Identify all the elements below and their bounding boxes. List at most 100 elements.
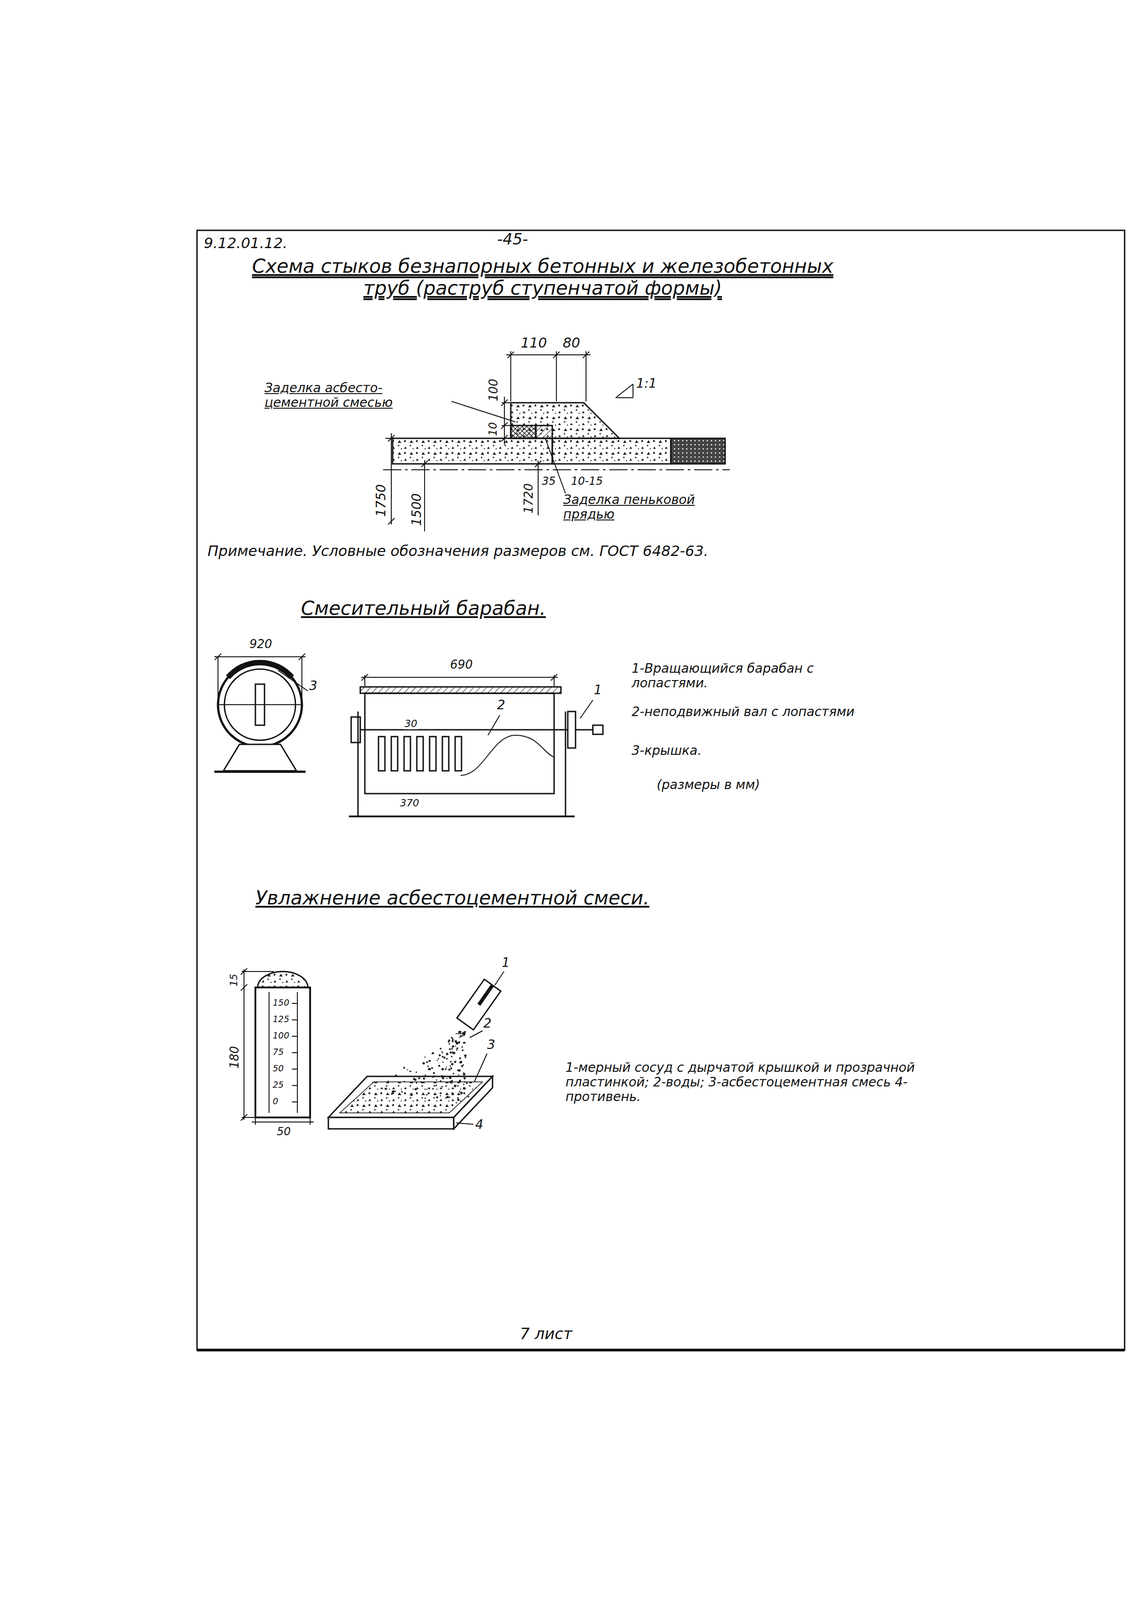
drawing-part	[501, 425, 510, 426]
drawing-part	[506, 354, 591, 356]
drawing-part	[456, 1122, 474, 1125]
measuring-vessel	[240, 968, 314, 1125]
drawing-part	[425, 1061, 428, 1064]
drawing-part	[478, 985, 493, 1005]
drawing-part	[391, 1090, 395, 1093]
drawing-part	[615, 383, 633, 398]
drawing-part	[339, 1081, 483, 1113]
drawing-part	[459, 1036, 461, 1038]
dimension: 35	[540, 475, 557, 488]
callout-number: 1	[501, 955, 510, 971]
drawing-part	[372, 1081, 374, 1083]
drawing-part	[348, 815, 575, 818]
dimension: 110	[519, 335, 548, 352]
drawing-part	[585, 351, 587, 402]
drawing-part	[462, 1063, 465, 1066]
drawing-part	[451, 1038, 454, 1041]
drawing-part	[442, 736, 449, 771]
drawing-part	[439, 1047, 442, 1050]
drawing-part	[452, 1051, 456, 1055]
drawing-part	[429, 736, 436, 771]
drawing-part	[448, 1042, 451, 1045]
note: Примечание. Условные обозначения размеро…	[207, 542, 709, 560]
dimension: 1500	[409, 492, 425, 527]
drawing-part	[443, 1056, 446, 1059]
drawing-part	[388, 435, 395, 442]
drawing-part	[461, 1064, 464, 1068]
dimension: 690	[449, 658, 474, 672]
drawing-part	[565, 711, 567, 817]
dimension: 30	[403, 717, 419, 730]
drum-side-view	[348, 674, 603, 817]
page-title: Схема стыков безнапорных бетонных и желе…	[237, 255, 849, 300]
dimension: 10	[487, 420, 500, 437]
dimension: 1720	[522, 482, 536, 515]
drawing-part	[456, 1098, 460, 1101]
drawing-part	[446, 1058, 448, 1060]
drawing-part	[580, 700, 593, 719]
drawing-part	[240, 984, 248, 991]
drawing-part	[458, 1079, 462, 1082]
drawing-part	[467, 1095, 470, 1098]
drawing-part	[197, 1348, 1125, 1352]
drawing-part	[458, 1090, 461, 1092]
drawing-part	[291, 1035, 298, 1037]
drawing-part	[441, 1052, 444, 1054]
drawing-part	[435, 1095, 439, 1099]
drawing-part	[632, 383, 634, 398]
drawing-part	[422, 1077, 426, 1080]
drawing-part	[451, 1079, 453, 1082]
drawing-part	[464, 1056, 467, 1059]
scale-mark: 150	[271, 997, 291, 1008]
drawing-part	[416, 736, 424, 771]
drawing-part	[409, 1070, 411, 1072]
drawing-part	[291, 1101, 298, 1103]
drawing-part	[452, 1072, 455, 1074]
drawing-part	[357, 711, 359, 817]
drawing-part	[251, 1121, 314, 1123]
drawing-part	[424, 1074, 426, 1076]
dimension: 370	[399, 797, 421, 809]
scale-mark: 75	[271, 1047, 285, 1058]
dimension: 10-15	[570, 475, 604, 488]
callout-number: 1	[593, 682, 602, 698]
callout-number: 3	[309, 678, 318, 694]
drawing-part	[388, 518, 395, 525]
drawing-part	[428, 1059, 431, 1063]
scale-mark: 50	[271, 1063, 285, 1074]
drawing-part	[446, 1052, 449, 1055]
water-spray	[372, 1030, 470, 1104]
drawing-part	[474, 1053, 488, 1082]
drawing-part	[460, 1091, 463, 1094]
drawing-part	[455, 1101, 457, 1104]
dimension: 180	[228, 1044, 242, 1070]
drawing-part	[243, 969, 245, 1120]
sheet-number: 7 лист	[519, 1324, 573, 1343]
drawing-part	[459, 1060, 462, 1064]
drawing-part	[436, 1059, 439, 1062]
drawing-part	[241, 970, 274, 972]
drawing-part	[424, 1097, 426, 1099]
drawing-part	[426, 1094, 428, 1096]
drawing-part	[255, 987, 311, 1118]
drawing-part	[510, 351, 512, 402]
drawing-part	[510, 402, 620, 439]
drawing-part	[448, 1039, 451, 1042]
drawing-part	[431, 1052, 435, 1055]
drawing-part	[461, 1032, 465, 1035]
drawing-part	[361, 674, 369, 681]
drawing-part	[449, 1065, 452, 1067]
drawing-part	[409, 1093, 413, 1096]
callout-number: 3	[487, 1037, 496, 1053]
drawing-part	[553, 351, 560, 358]
drawing-part	[426, 1088, 428, 1090]
drawing-part	[414, 1088, 417, 1091]
drawing-part	[257, 971, 308, 988]
drawing-part	[291, 1052, 298, 1054]
drawing-part	[451, 401, 516, 422]
legend-text: 3-крышка.	[631, 743, 702, 758]
tray-and-can	[328, 971, 504, 1129]
drawing-part	[440, 1051, 443, 1053]
drawing-part	[458, 1073, 460, 1076]
